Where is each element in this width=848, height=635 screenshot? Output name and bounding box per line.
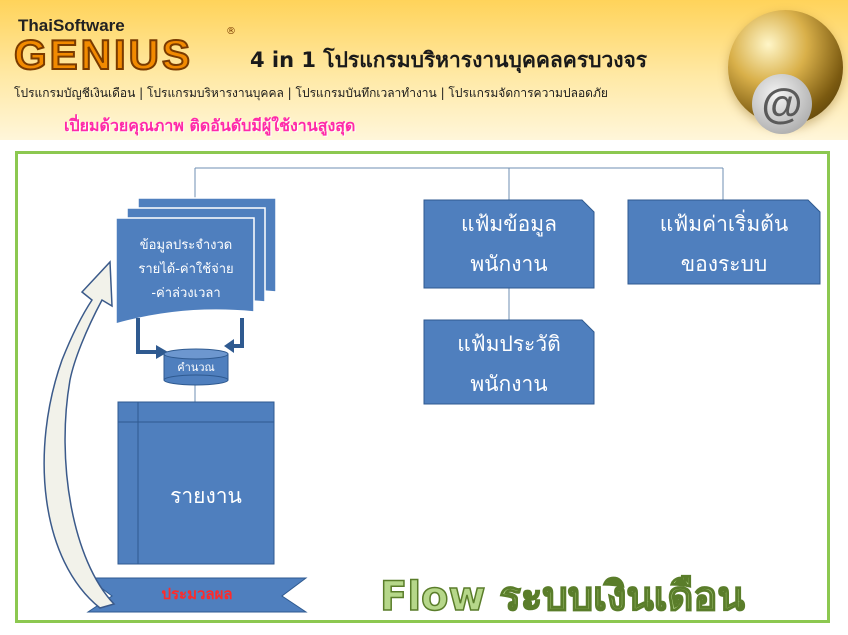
history-file-label: แฟ้มประวัติ พนักงาน <box>424 324 594 404</box>
calculate-cylinder <box>163 348 229 386</box>
header-banner: ThaiSoftware GENIUS ® 4 in 1 โปรแกรมบริห… <box>0 0 848 140</box>
period-data-line: รายได้-ค่าใช้จ่าย <box>138 262 234 277</box>
tagline: 4 in 1 โปรแกรมบริหารงานบุคคลครบวงจร <box>250 48 648 72</box>
calculate-label: คำนวณ <box>177 361 215 374</box>
brand-logo: GENIUS <box>13 31 194 78</box>
flow-title: Flow ระบบเงินเดือน <box>379 573 745 621</box>
registered-mark: ® <box>226 26 236 37</box>
employee-file-line: แฟ้มข้อมูล <box>461 212 557 236</box>
report-box <box>117 401 275 565</box>
period-data-line: -ค่าล่วงเวลา <box>151 286 221 301</box>
employee-file-shape <box>423 199 595 289</box>
initial-file-line: แฟ้มค่าเริ่มต้น <box>659 212 789 236</box>
history-file-line: พนักงาน <box>470 372 548 396</box>
period-data-label: ข้อมูลประจำงวด รายได้-ค่าใช้จ่าย -ค่าล่ว… <box>122 234 250 306</box>
slogan: เปี่ยมด้วยคุณภาพ ติดอันดับมีผู้ใช้งานสูง… <box>64 116 356 135</box>
at-sign-icon: @ <box>752 74 812 134</box>
report-label: รายงาน <box>170 484 242 508</box>
process-shape <box>86 577 308 613</box>
product-submenu: โปรแกรมบัญชีเงินเดือน | โปรแกรมบริหารงาน… <box>14 86 608 100</box>
initial-file-label: แฟ้มค่าเริ่มต้น ของระบบ <box>628 204 820 284</box>
period-data-line: ข้อมูลประจำงวด <box>139 238 233 253</box>
employee-file-label: แฟ้มข้อมูล พนักงาน <box>424 204 594 284</box>
history-file-shape <box>423 319 595 405</box>
arrow-calc-to-docs <box>232 318 244 348</box>
brand-small: ThaiSoftware <box>18 16 125 35</box>
initial-file-shape <box>627 199 821 285</box>
feedback-arrow <box>43 260 116 609</box>
arrow-docs-to-calc <box>136 318 158 354</box>
employee-file-line: พนักงาน <box>470 252 548 276</box>
process-label: ประมวลผล <box>161 585 233 603</box>
period-data-documents <box>115 197 277 325</box>
history-file-line: แฟ้มประวัติ <box>457 332 561 356</box>
initial-file-line: ของระบบ <box>680 252 768 276</box>
